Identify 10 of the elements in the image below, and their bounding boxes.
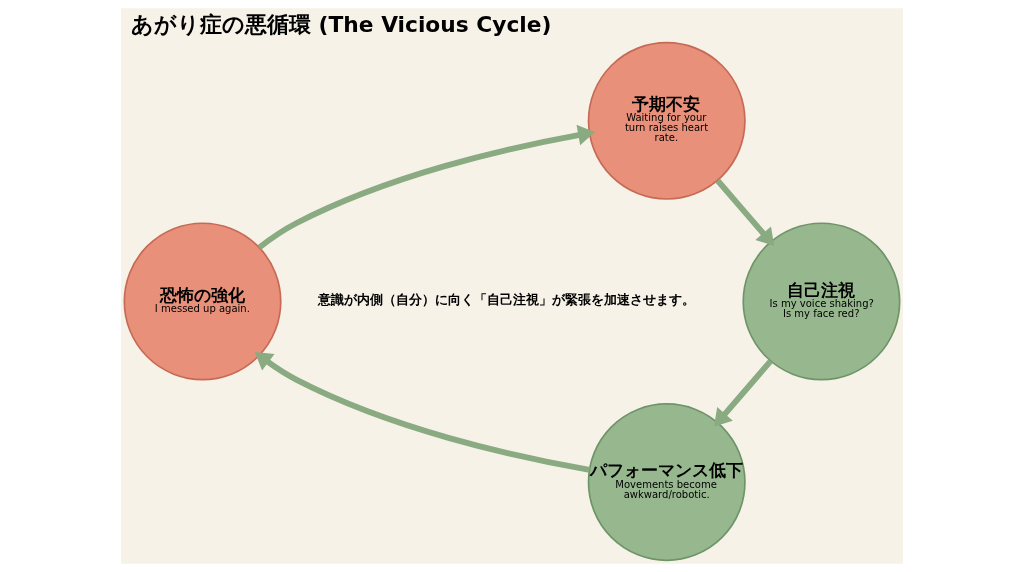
node-circle: パフォーマンス低下 Movements become awkward/robotic. [587, 403, 746, 562]
arrow [257, 124, 595, 250]
node-circle: 恐怖の強化 I messed up again. [123, 222, 282, 381]
label: 意識が内側（自分）に向く「自己注視」が緊張を加速させます。 [317, 291, 695, 307]
diagram-title: あがり症の悪循環 (The Vicious Cycle) [131, 11, 552, 37]
arrow [715, 178, 775, 246]
node-circle: 予期不安 Waiting for your turn raises heart rate. [587, 41, 746, 200]
arrow [713, 359, 773, 427]
node-circle: 自己注視 Is my voice shaking? Is my face red? [742, 222, 901, 381]
arrow [254, 352, 590, 473]
